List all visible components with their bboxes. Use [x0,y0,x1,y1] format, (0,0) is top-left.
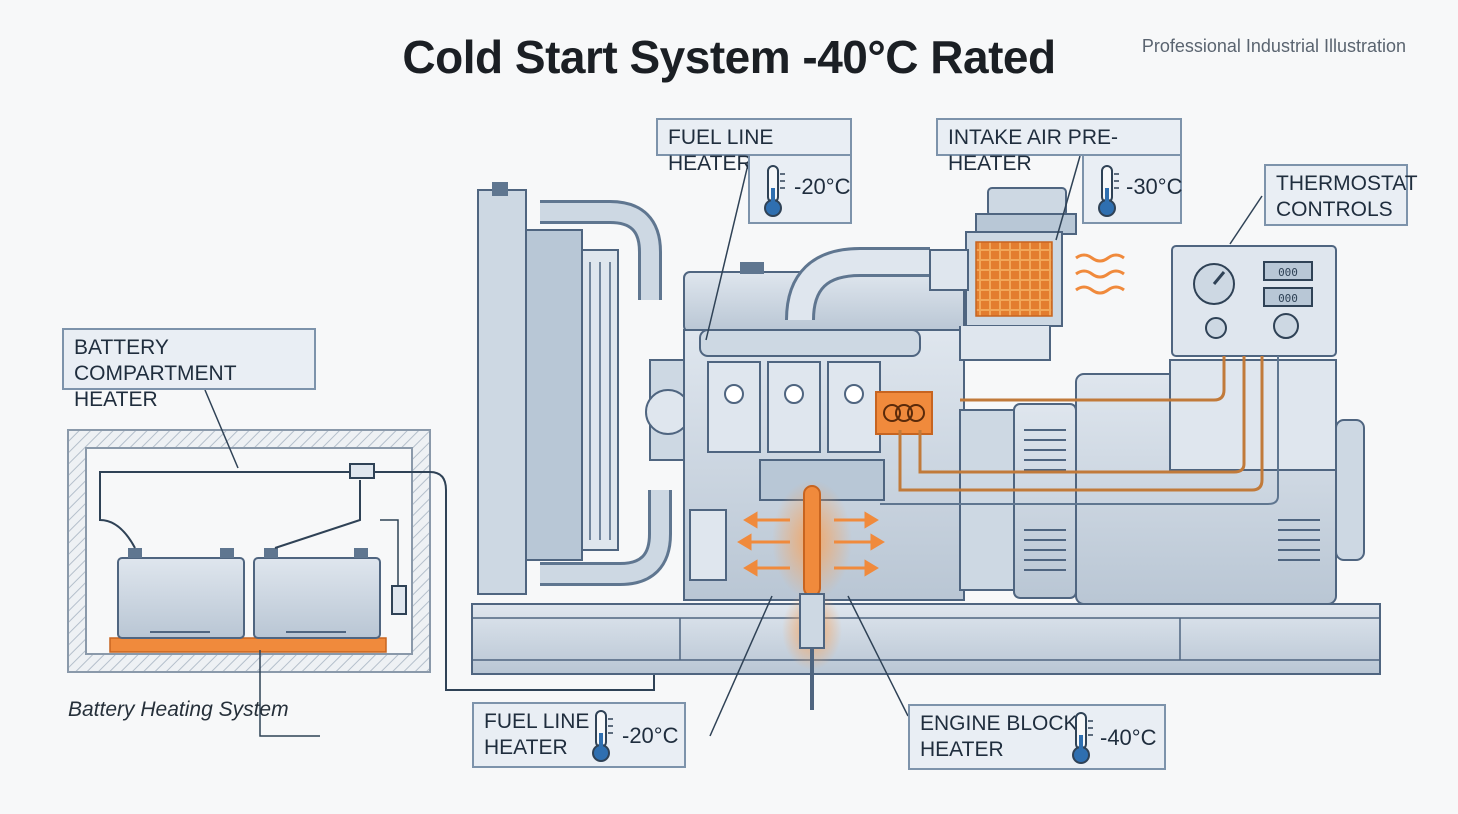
battery-heater-pad [109,637,387,653]
battery-right [253,548,381,639]
callout-engine-block-heater: ENGINE BLOCK HEATER -40°C [908,704,1166,770]
alternator [959,359,1365,605]
temp-badge-fuel-line-top: -20°C [748,154,852,224]
callout-label-line1: BATTERY COMPARTMENT [74,336,237,385]
generator-base [471,603,1381,675]
page-title: Cold Start System -40°C Rated [402,31,1056,83]
callout-fuel-line-heater-top: FUEL LINE HEATER [656,118,852,175]
callout-thermostat-controls: THERMOSTAT CONTROLS [1264,164,1418,226]
page-subtitle: Professional Industrial Illustration [1141,36,1406,56]
callout-label-line2: HEATER [74,388,158,411]
callout-label-line1: ENGINE BLOCK [920,712,1078,735]
coolant-heater-coil [875,391,933,435]
battery-enclosure [67,429,655,691]
temp-value: -40°C [1100,725,1157,750]
callout-label-line1: THERMOSTAT [1276,172,1418,195]
battery-thermostat [349,463,375,479]
panel-display-2: 000 [1278,292,1298,305]
callout-label: FUEL LINE HEATER [668,126,774,175]
callout-label-line2: HEATER [920,738,1004,761]
callout-label-line2: HEATER [484,736,568,759]
thermometer-icon [592,710,613,762]
engine-block-heater [737,480,885,710]
panel-display-1: 000 [1278,266,1298,279]
callout-fuel-line-heater-bottom: FUEL LINE HEATER -20°C [472,702,686,768]
temp-value: -20°C [794,174,851,199]
callout-label-line1: FUEL LINE [484,710,590,733]
leader-lines [204,155,1263,737]
callout-label-line2: CONTROLS [1276,198,1393,221]
temp-badge-intake-air: -30°C [1082,154,1182,224]
battery-left [117,548,245,639]
battery-heating-caption: Battery Heating System [68,698,289,721]
engine-block [645,247,965,601]
intake-air-preheater [929,187,1125,361]
thermometer-icon [764,165,785,217]
thermometer-icon [1098,165,1119,217]
temp-value: -20°C [622,723,679,748]
callout-label: INTAKE AIR PRE-HEATER [948,126,1118,175]
radiator [477,182,672,595]
temp-value: -30°C [1126,174,1183,199]
callout-intake-air-preheater: INTAKE AIR PRE-HEATER [936,118,1182,175]
thermostat-control-panel: 000 000 [880,245,1337,505]
thermometer-icon [1072,712,1093,764]
callout-battery-compartment-heater: BATTERY COMPARTMENT HEATER [62,328,316,411]
